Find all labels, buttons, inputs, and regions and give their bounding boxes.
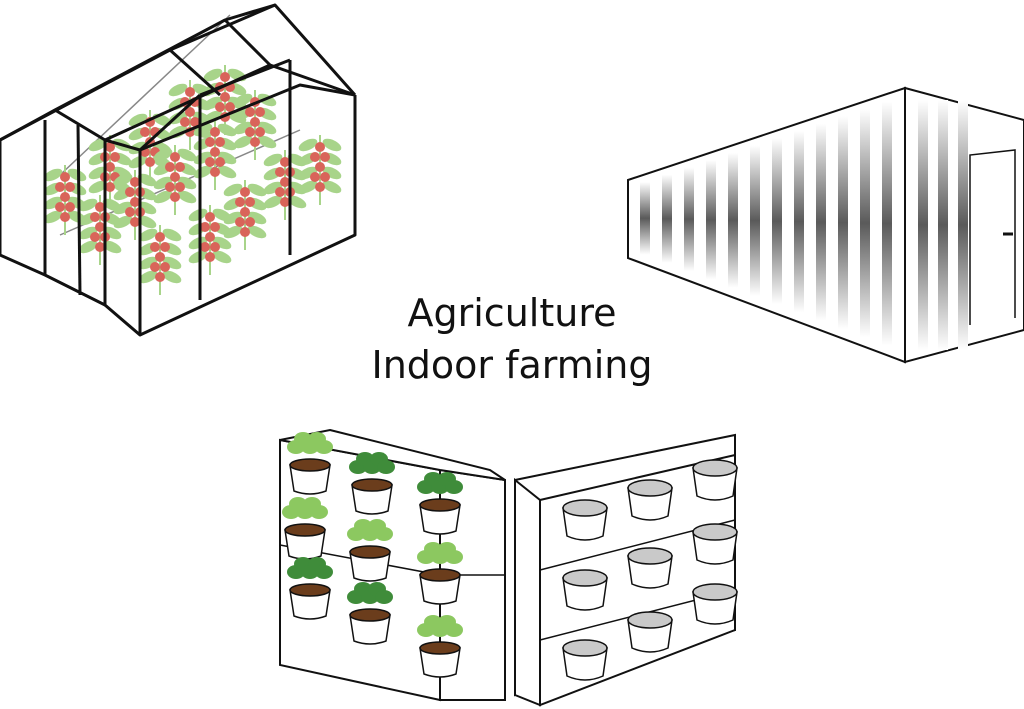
planted-pot [282,497,328,560]
tomato-plants [43,65,342,295]
empty-pot [692,523,738,565]
planted-pot [347,582,393,645]
planted-pot [347,519,393,582]
caption-line-1: Agriculture [407,291,617,335]
tomato-plant [193,120,237,190]
tomato-plant [43,165,87,235]
caption-line-2: Indoor farming [371,343,653,387]
empty-pot [627,479,673,521]
tomato-plant [153,145,197,215]
planted-pot [417,615,463,678]
tomato-plant [223,180,267,250]
vertical-garden-planter-illustration [279,428,738,707]
tomato-plant [113,170,157,240]
container-door [969,149,1016,325]
tomato-plant [138,225,182,295]
empty-pot [692,583,738,625]
empty-pot [562,639,608,681]
shipping-container-farm-illustration [627,86,1024,364]
greenhouse-illustration [0,3,357,337]
empty-pot [627,547,673,589]
empty-pot [562,569,608,611]
tomato-plant [78,195,122,265]
empty-pot [562,499,608,541]
planted-pot [287,432,333,495]
tomato-plant [298,135,342,205]
planted-pot [417,472,463,535]
empty-pot [627,611,673,653]
empty-pot [692,459,738,501]
tomato-plant [233,90,277,160]
tomato-plant [188,205,232,275]
planted-pot [417,542,463,605]
tomato-plant [263,150,307,220]
planted-pot [349,452,395,515]
planted-pot [287,557,333,620]
